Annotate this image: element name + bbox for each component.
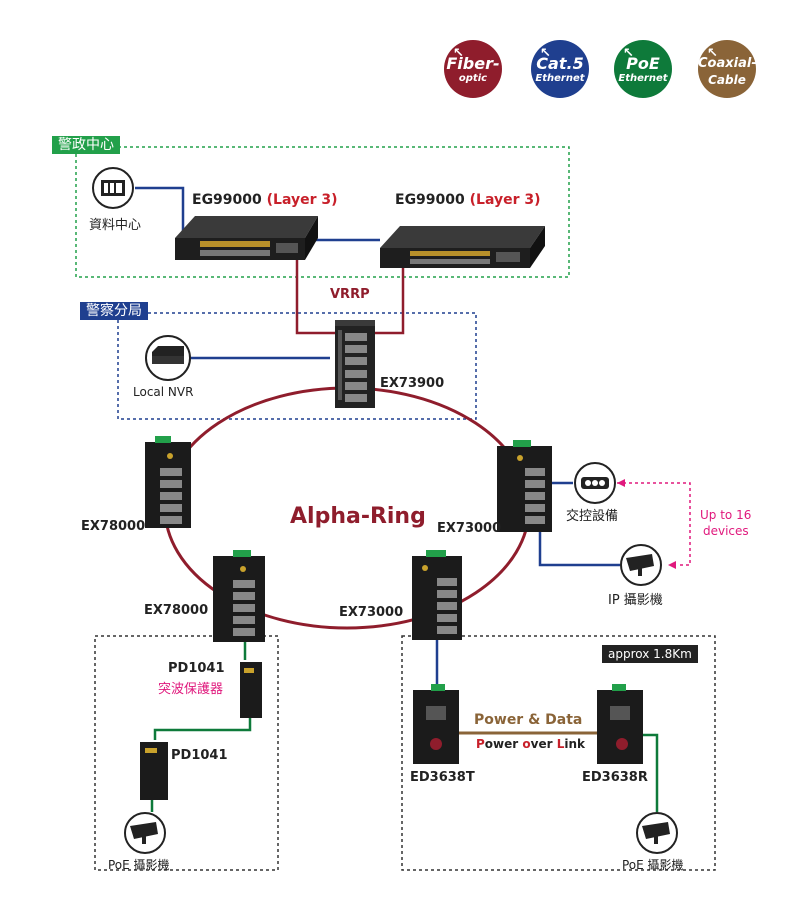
ip-camera-label: IP 攝影機 bbox=[608, 593, 663, 608]
ed3638r-unit bbox=[597, 684, 643, 764]
poe-icon: ↖ bbox=[623, 46, 634, 61]
datacenter-label: 資料中心 bbox=[89, 218, 142, 233]
upto-arrow-bottom bbox=[668, 561, 676, 569]
ex73000-a-label: EX73000 bbox=[437, 521, 502, 536]
vrrp-label: VRRP bbox=[330, 287, 370, 302]
upto-arrow-top bbox=[617, 479, 625, 487]
eg99000-a-label: EG99000 (Layer 3) bbox=[192, 192, 338, 208]
ex73000-switch-b bbox=[412, 550, 462, 640]
ex73900-switch bbox=[335, 320, 375, 408]
eg99000-a-layer: (Layer 3) bbox=[266, 192, 338, 208]
datacenter-link bbox=[135, 186, 185, 240]
legend-coaxial-cable: ↖ Coaxial- Cable bbox=[698, 40, 757, 98]
pd1041-unit-a bbox=[240, 662, 262, 718]
coaxial-cable-icon: ↖ bbox=[707, 46, 718, 61]
poe-camera-b-label: PoE 攝影機 bbox=[622, 858, 684, 872]
local-nvr-label: Local NVR bbox=[133, 385, 194, 399]
ex73900-label: EX73900 bbox=[380, 376, 445, 391]
police-bureau-tag: 警察分局 bbox=[80, 302, 148, 320]
vrrp-link-left bbox=[295, 246, 340, 335]
datacenter-icon bbox=[92, 167, 134, 209]
police-bureau-zone bbox=[117, 312, 477, 420]
pd1041-unit-b bbox=[140, 742, 168, 800]
traffic-device-icon bbox=[574, 462, 616, 504]
legend-poe-ethernet: ↖ PoE Ethernet bbox=[614, 40, 672, 98]
eg99000-switch-b bbox=[380, 226, 545, 268]
ex73000-switch-a bbox=[497, 440, 552, 532]
alpha-ring-label: Alpha-Ring bbox=[290, 504, 426, 529]
legend-cat5-ethernet: ↖ Cat.5 Ethernet bbox=[531, 40, 589, 98]
upto-bracket bbox=[617, 482, 691, 566]
eg99000-b-layer: (Layer 3) bbox=[469, 192, 541, 208]
ed3638r-label: ED3638R bbox=[582, 770, 648, 785]
traffic-device-label: 交控設備 bbox=[566, 509, 619, 524]
police-center-tag: 警政中心 bbox=[52, 136, 120, 154]
pd1041-b-label: PD1041 bbox=[171, 748, 228, 763]
eg99000-b-model: EG99000 bbox=[395, 192, 465, 208]
ethernet-icon: ↖ bbox=[540, 46, 551, 61]
ex78000-switch-a bbox=[145, 436, 191, 528]
fiber-optic-icon: ↖ bbox=[453, 46, 464, 61]
eg99000-switch-a bbox=[175, 216, 318, 260]
ipcam-link bbox=[538, 530, 620, 567]
ed3638t-label: ED3638T bbox=[410, 770, 475, 785]
approx-distance-tag: approx 1.8Km bbox=[602, 645, 698, 663]
left-site-zone bbox=[94, 635, 279, 871]
surge-protector-label: 突波保護器 bbox=[158, 682, 224, 697]
ed3638t-unit bbox=[413, 684, 459, 764]
power-data-label: Power & Data bbox=[474, 712, 583, 728]
power-over-link-label: Power over Link bbox=[476, 737, 585, 751]
legend-fiber-optic: ↖ Fiber- optic bbox=[444, 40, 502, 98]
ip-camera-icon bbox=[620, 544, 662, 586]
upto-line1: Up to 16 bbox=[700, 508, 752, 522]
eg99000-b-label: EG99000 (Layer 3) bbox=[395, 192, 541, 208]
poe-camera-icon-b bbox=[636, 812, 678, 854]
poe-link-pd-b bbox=[153, 718, 252, 740]
pd1041-a-label: PD1041 bbox=[168, 661, 225, 676]
poe-camera-icon-a bbox=[124, 812, 166, 854]
right-site-zone bbox=[401, 635, 716, 871]
nvr-icon bbox=[145, 335, 191, 381]
vrrp-link-right bbox=[375, 253, 405, 335]
ex78000-b-label: EX78000 bbox=[144, 603, 209, 618]
upto-line2: devices bbox=[703, 524, 749, 538]
ex78000-switch-b bbox=[213, 550, 265, 642]
ex73000-b-label: EX73000 bbox=[339, 605, 404, 620]
poe-camera-a-label: PoE 攝影機 bbox=[108, 858, 170, 872]
ex78000-a-label: EX78000 bbox=[81, 519, 146, 534]
police-center-zone bbox=[75, 146, 570, 278]
eg99000-a-model: EG99000 bbox=[192, 192, 262, 208]
